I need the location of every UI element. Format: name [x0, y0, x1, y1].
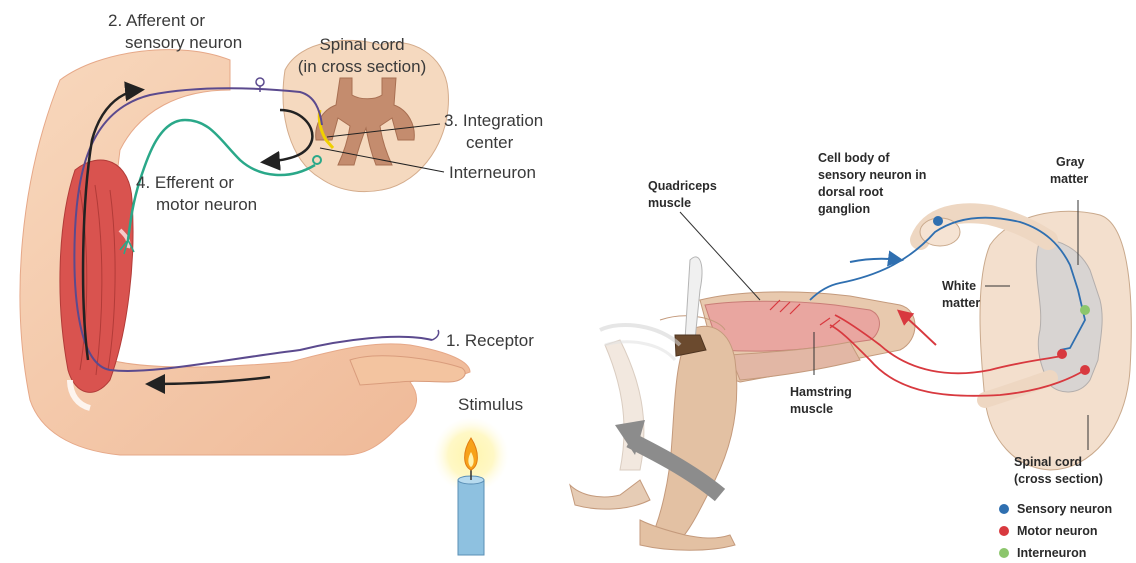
receptor-label: 1. Receptor — [446, 331, 534, 350]
interneuron-label: Interneuron — [449, 163, 536, 182]
legend-label-sensory: Sensory neuron — [1017, 502, 1112, 516]
legend-label-motor: Motor neuron — [1017, 524, 1098, 538]
leg-illustration — [570, 257, 915, 550]
legend-label-interneuron: Interneuron — [1017, 546, 1086, 560]
stimulus-label: Stimulus — [458, 395, 523, 414]
legend-dot-interneuron — [999, 548, 1009, 558]
legend-dot-sensory — [999, 504, 1009, 514]
legend: Sensory neuron Motor neuron Interneuron — [999, 502, 1112, 560]
spinal-cord-cross-section-right — [920, 211, 1131, 470]
spinal-cord-label-right: Spinal cord(cross section) — [1014, 455, 1103, 486]
legend-dot-motor — [999, 526, 1009, 536]
candle-illustration — [433, 417, 509, 555]
